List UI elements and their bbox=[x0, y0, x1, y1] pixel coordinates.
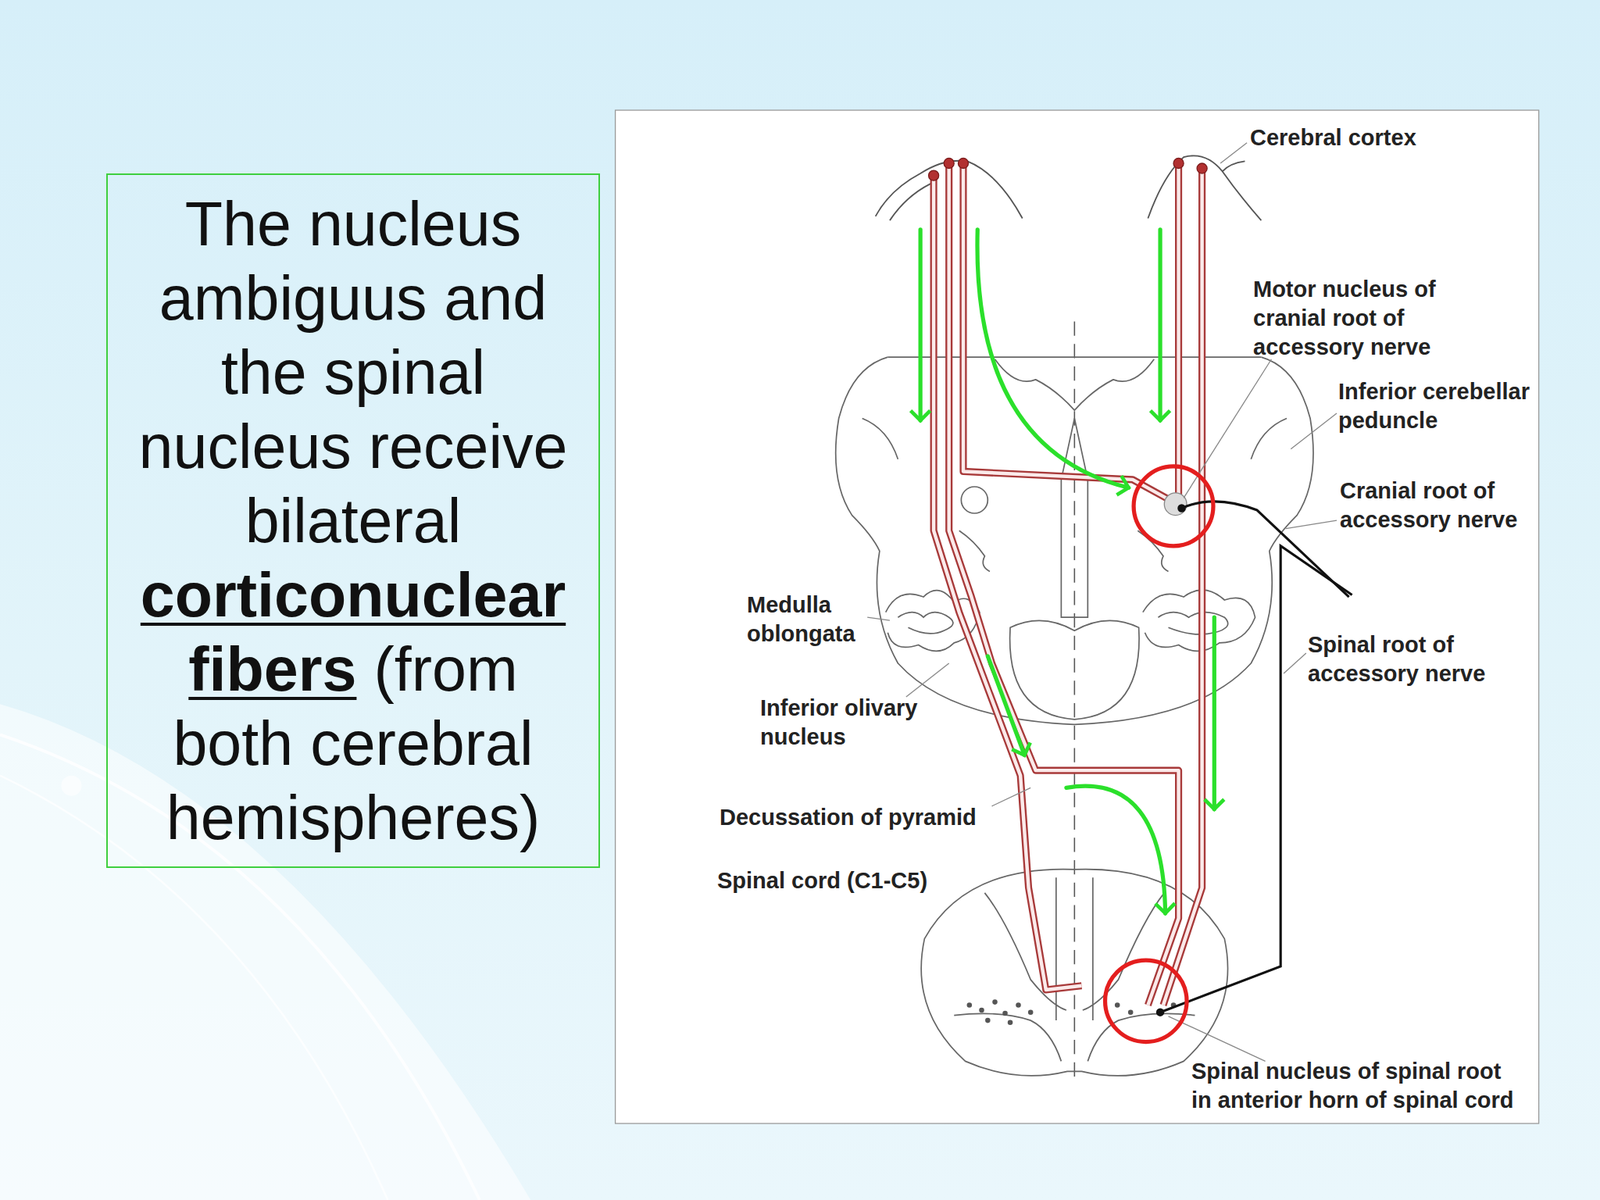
part-label: Cerebral cortex bbox=[1250, 123, 1417, 153]
part-label: Cranial root of accessory nerve bbox=[1339, 476, 1543, 535]
spinal-cord-outline bbox=[1056, 877, 1093, 1021]
corticonuclear-tract bbox=[1176, 163, 1180, 500]
corticonuclear-tract bbox=[949, 165, 1179, 1006]
part-label: Spinal nucleus of spinal root in anterio… bbox=[1191, 1057, 1520, 1115]
anterior-horn-cells bbox=[1114, 1002, 1121, 1008]
part-label: Inferior cerebellar peduncle bbox=[1338, 377, 1581, 436]
flow-arrow bbox=[1066, 785, 1166, 914]
flow-arrow bbox=[977, 229, 1129, 488]
highlight-circle bbox=[1105, 960, 1187, 1042]
corticonuclear-tract bbox=[933, 163, 1203, 1006]
cortical-neuron bbox=[928, 157, 1208, 181]
spinal-cord-outline bbox=[984, 892, 1165, 1011]
cortical-neuron bbox=[943, 157, 954, 168]
corticonuclear-tract bbox=[933, 175, 1082, 990]
anterior-horn-cells bbox=[1002, 1010, 1008, 1017]
corticonuclear-tract bbox=[1163, 168, 1203, 1006]
corticonuclear-tract bbox=[949, 165, 1179, 1006]
anterior-horn-cells bbox=[967, 999, 1177, 1025]
part-label: Motor nucleus of cranial root of accesso… bbox=[1253, 275, 1457, 362]
accessory-nerve bbox=[1160, 501, 1353, 1013]
medulla-outline bbox=[835, 357, 1314, 725]
flow-arrow bbox=[987, 656, 1025, 756]
cortical-neuron bbox=[957, 157, 968, 168]
anterior-horn-cells bbox=[1028, 1009, 1034, 1015]
leader-line bbox=[1183, 359, 1272, 499]
medulla-outline bbox=[1157, 612, 1228, 635]
flow-arrow bbox=[1157, 229, 1162, 421]
leader-line bbox=[1283, 653, 1307, 674]
medulla-outline bbox=[1250, 418, 1287, 460]
corticonuclear-tract bbox=[963, 165, 1174, 503]
medulla-outline bbox=[994, 359, 1154, 411]
leader-line bbox=[1285, 520, 1337, 529]
leader-line bbox=[867, 617, 890, 621]
motor-nucleus bbox=[1156, 492, 1187, 1017]
leader-line bbox=[1220, 142, 1247, 164]
anterior-horn-cells bbox=[1015, 1002, 1022, 1008]
cortex-outline bbox=[1222, 160, 1246, 172]
medulla-outline bbox=[1010, 620, 1140, 719]
background-swoosh bbox=[0, 703, 531, 1200]
part-label: Spinal root of accessory nerve bbox=[1307, 630, 1511, 689]
corticonuclear-tract bbox=[933, 163, 1203, 1006]
medulla-outline bbox=[1137, 530, 1168, 572]
accessory-nerve bbox=[1160, 546, 1353, 1013]
leader-line bbox=[906, 663, 950, 697]
accessory-nerve bbox=[1181, 501, 1349, 597]
cortical-neuron bbox=[928, 170, 940, 181]
corticonuclear-tract bbox=[963, 165, 1174, 503]
midline bbox=[1074, 321, 1076, 1084]
background-swoosh bbox=[60, 775, 82, 797]
body-text: The nucleus ambiguus and the spinal nucl… bbox=[139, 189, 568, 556]
anterior-horn-cells bbox=[992, 999, 998, 1005]
text-block: The nucleus ambiguus and the spinal nucl… bbox=[135, 186, 571, 855]
highlight-circle bbox=[1133, 466, 1214, 547]
background-swoosh bbox=[0, 703, 531, 1200]
motor-nucleus bbox=[1164, 492, 1187, 516]
medulla-outline bbox=[960, 486, 988, 514]
cortex-outline bbox=[889, 183, 931, 221]
medulla-outline bbox=[897, 612, 954, 634]
corticonuclear-tract bbox=[933, 163, 1203, 1006]
part-label: Decussation of pyramid bbox=[719, 803, 977, 833]
corticonuclear-tract bbox=[1163, 168, 1203, 1006]
leader-line bbox=[992, 787, 1032, 807]
anterior-horn-cells bbox=[978, 1007, 985, 1014]
highlight-circle bbox=[1105, 466, 1214, 1043]
text-box: The nucleus ambiguus and the spinal nucl… bbox=[106, 173, 600, 868]
anterior-horn-cells bbox=[967, 1002, 973, 1008]
medulla-outline bbox=[1060, 418, 1088, 618]
cortical-neuron bbox=[1196, 163, 1208, 174]
flow-arrow bbox=[918, 229, 923, 421]
anterior-horn-cells bbox=[1007, 1019, 1014, 1025]
figure-panel bbox=[615, 110, 1540, 1124]
anterior-horn-cells bbox=[1128, 1009, 1134, 1015]
anterior-horn-cells bbox=[985, 1017, 991, 1024]
corticonuclear-tract bbox=[1175, 163, 1183, 500]
part-label: Spinal cord (C1-C5) bbox=[717, 866, 928, 896]
cortical-neuron bbox=[1173, 157, 1184, 168]
leader-line bbox=[1290, 413, 1337, 450]
medulla-outline bbox=[835, 357, 1314, 725]
corticonuclear-tract bbox=[933, 175, 1082, 990]
part-label: Inferior olivary nucleus bbox=[760, 693, 956, 752]
spinal-cord-outline bbox=[953, 1013, 1195, 1061]
medulla-outline bbox=[862, 418, 899, 460]
flow-arrow bbox=[1212, 617, 1217, 810]
part-label: Medulla oblongata bbox=[746, 590, 888, 649]
leader-line bbox=[1168, 1016, 1266, 1061]
